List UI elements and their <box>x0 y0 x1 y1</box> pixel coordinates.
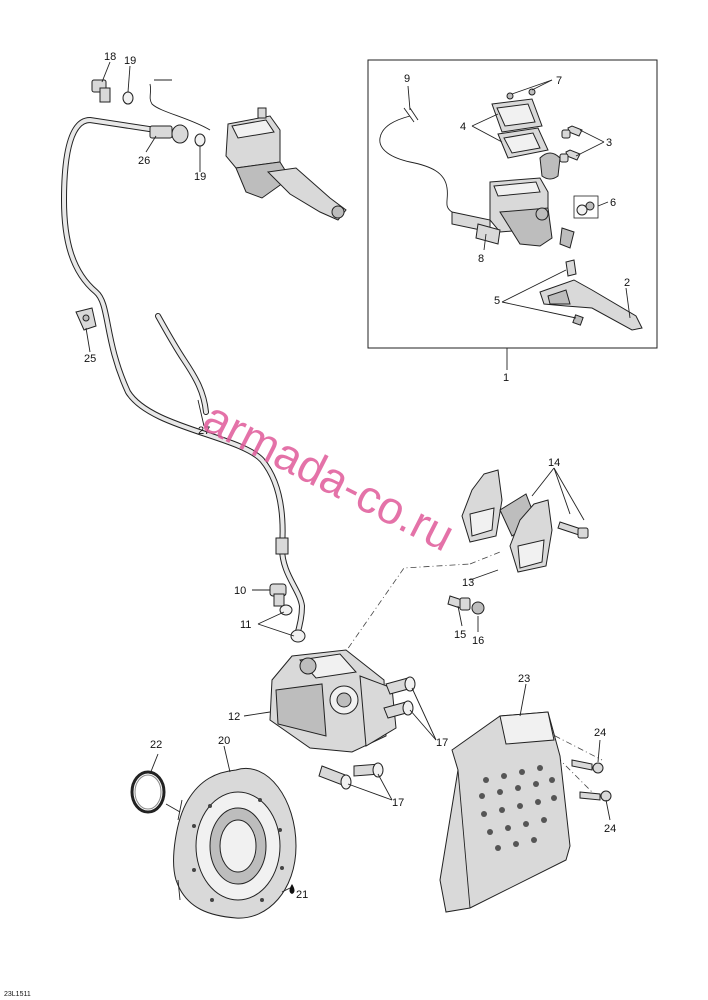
callout-8: 8 <box>478 253 484 265</box>
brake-pads <box>461 469 589 573</box>
callout-24-upper: 24 <box>594 727 606 739</box>
callout-3: 3 <box>606 137 612 149</box>
callout-24-lower: 24 <box>604 823 616 835</box>
callout-6: 6 <box>610 197 616 209</box>
callout-11: 11 <box>240 619 251 631</box>
callout-14: 14 <box>548 457 560 469</box>
brake-caliper <box>269 649 397 753</box>
callout-26: 26 <box>138 155 150 167</box>
bleed-valve-and-cap <box>447 595 485 615</box>
callout-5: 5 <box>494 295 500 307</box>
callout-18: 18 <box>104 51 116 63</box>
brake-hose <box>61 117 305 641</box>
callout-10: 10 <box>234 585 246 597</box>
callout-25: 25 <box>84 353 96 365</box>
leader-lines <box>85 61 631 893</box>
o-ring <box>130 770 166 814</box>
master-cylinder-kit-box <box>367 59 658 370</box>
callout-23: 23 <box>518 673 530 685</box>
diagram-code: 23L1511 <box>4 991 31 998</box>
callout-1: 1 <box>503 372 509 384</box>
callout-22: 22 <box>150 739 162 751</box>
washer-detail <box>573 195 599 219</box>
disc-guard <box>439 711 571 913</box>
guard-screws <box>571 759 612 802</box>
watermark-text: armada-co.ru <box>195 391 462 562</box>
callout-21: 21 <box>296 889 308 901</box>
callout-9: 9 <box>404 73 410 85</box>
callout-12: 12 <box>228 711 240 723</box>
callout-17-lower: 17 <box>392 797 404 809</box>
callout-16: 16 <box>472 635 484 647</box>
thread-locker-drop-icon <box>289 884 295 894</box>
clamp-bolts <box>539 125 583 180</box>
callout-19-top: 19 <box>124 55 136 67</box>
callout-7: 7 <box>556 75 562 87</box>
callout-15: 15 <box>454 629 466 641</box>
callout-20: 20 <box>218 735 230 747</box>
callout-13: 13 <box>462 577 474 589</box>
brake-disc <box>173 768 297 919</box>
callout-labels: 18 19 26 19 25 27 9 7 4 3 6 8 2 5 1 14 1… <box>84 51 630 901</box>
callout-17-upper: 17 <box>436 737 448 749</box>
brake-lever-detail <box>539 259 643 331</box>
callout-27: 27 <box>198 425 210 437</box>
master-cylinder-assembly <box>149 79 347 221</box>
switch-wire <box>379 107 453 213</box>
callout-2: 2 <box>624 277 630 289</box>
reservoir-cover <box>491 88 549 159</box>
hose-clip <box>75 307 97 331</box>
master-cylinder-detail <box>451 177 575 249</box>
protective-sleeve <box>155 313 209 415</box>
callout-19-bottom: 19 <box>194 171 206 183</box>
callout-4: 4 <box>460 121 466 133</box>
caliper-bolts <box>318 676 416 790</box>
